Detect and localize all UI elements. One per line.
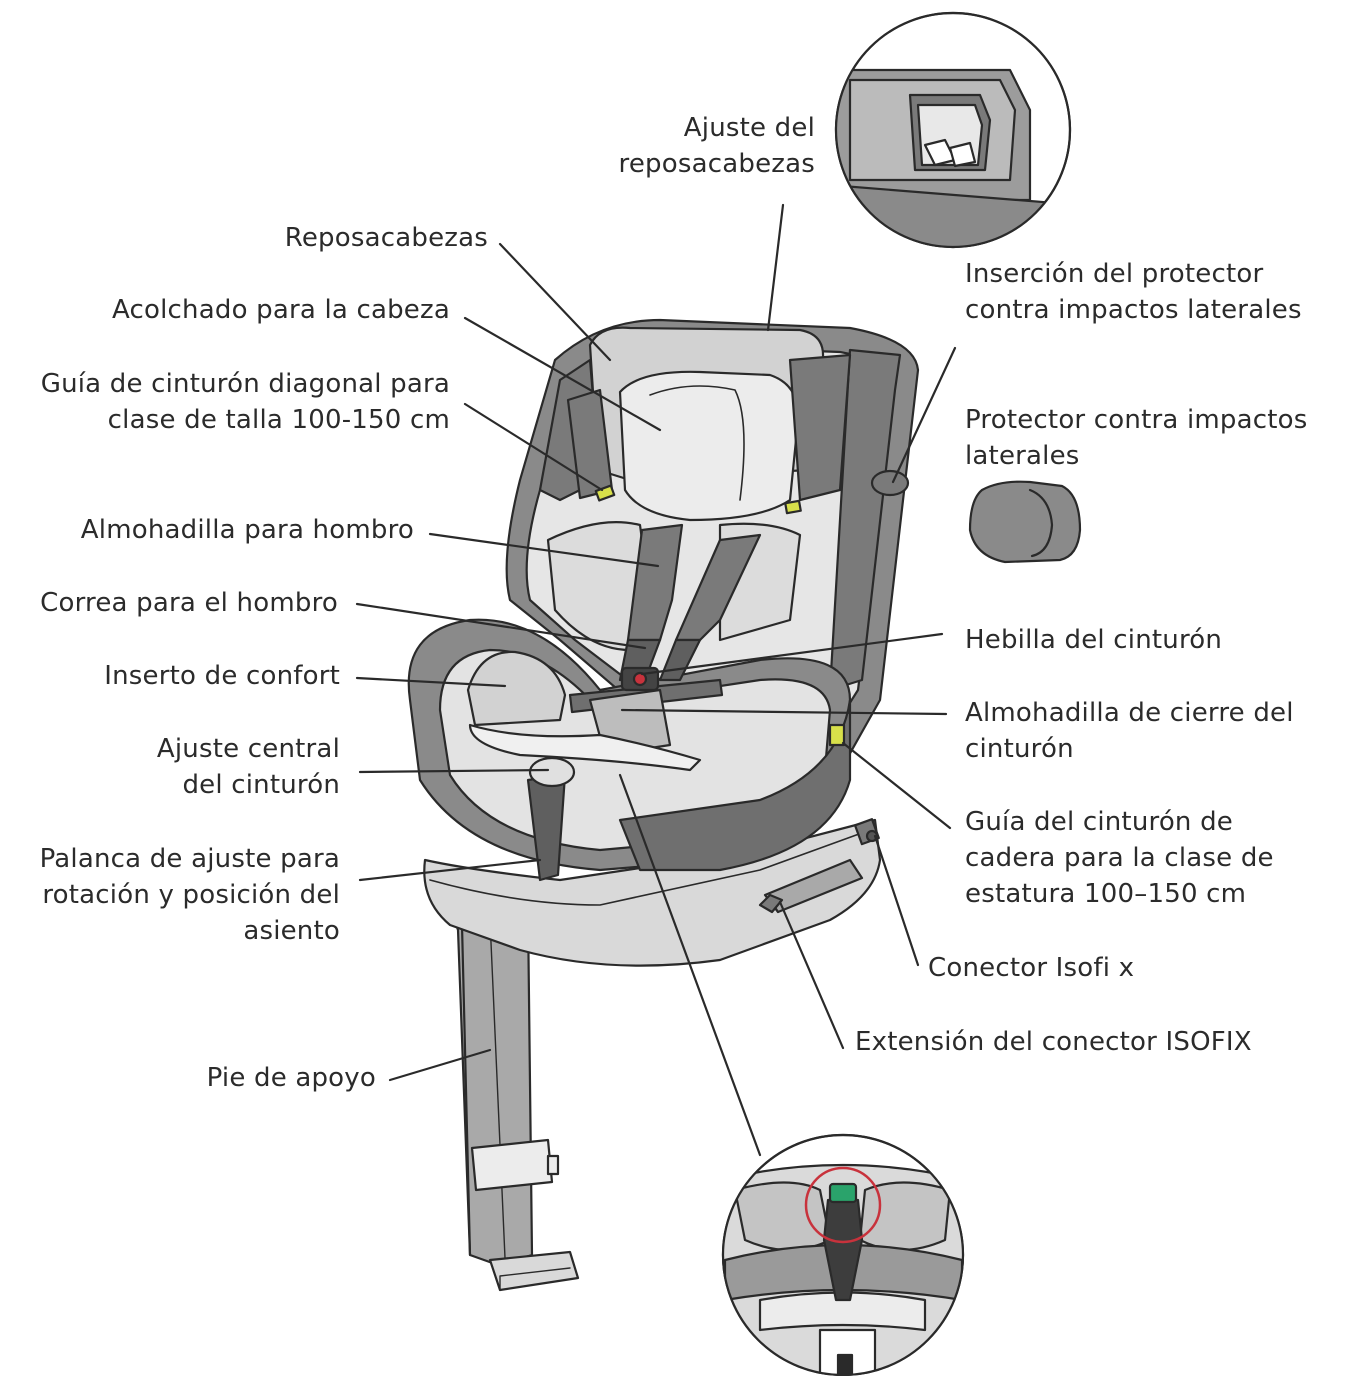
label-headrest: Reposacabezas: [284, 223, 488, 253]
label-shoulder-strap: Correa para el hombro: [40, 588, 338, 618]
label-head-padding: Acolchado para la cabeza: [112, 295, 450, 325]
label-side-impact-insert: Inserción del protector contra impactos …: [965, 259, 1302, 325]
label-diagonal-belt-guide: Guía de cinturón diagonal para clase de …: [40, 369, 450, 435]
side-impact-insert-illustration: [828, 469, 910, 747]
label-lap-belt-guide: Guía del cinturón de cadera para la clas…: [965, 807, 1274, 909]
headrest-illustration: [566, 326, 852, 522]
label-buckle-pad: Almohadilla de cierre del cinturón: [965, 698, 1294, 764]
label-isofix-extension: Extensión del conector ISOFIX: [855, 1027, 1252, 1057]
label-rotation-lever: Palanca de ajuste para rotación y posici…: [39, 844, 340, 946]
label-shoulder-pad: Almohadilla para hombro: [80, 515, 414, 545]
label-central-belt-adjust: Ajuste central del cinturón: [156, 734, 340, 800]
label-belt-buckle: Hebilla del cinturón: [965, 625, 1223, 655]
leader-lines: [355, 203, 957, 1157]
label-comfort-insert: Inserto de confort: [104, 661, 340, 691]
comfort-insert-illustration: [466, 650, 702, 772]
support-leg-illustration: [446, 888, 580, 1292]
label-side-impact-protector: Protector contra impactos laterales: [965, 405, 1308, 471]
label-headrest-adjust: Ajuste del reposacabezas: [618, 113, 815, 179]
label-support-leg: Pie de apoyo: [206, 1063, 376, 1093]
side-protector-detached-illustration: [968, 480, 1082, 564]
headrest-detail-circle: [834, 11, 1072, 249]
belt-adjust-detail-circle: [721, 1133, 965, 1376]
label-isofix-connector: Conector Isofi x: [928, 953, 1135, 983]
